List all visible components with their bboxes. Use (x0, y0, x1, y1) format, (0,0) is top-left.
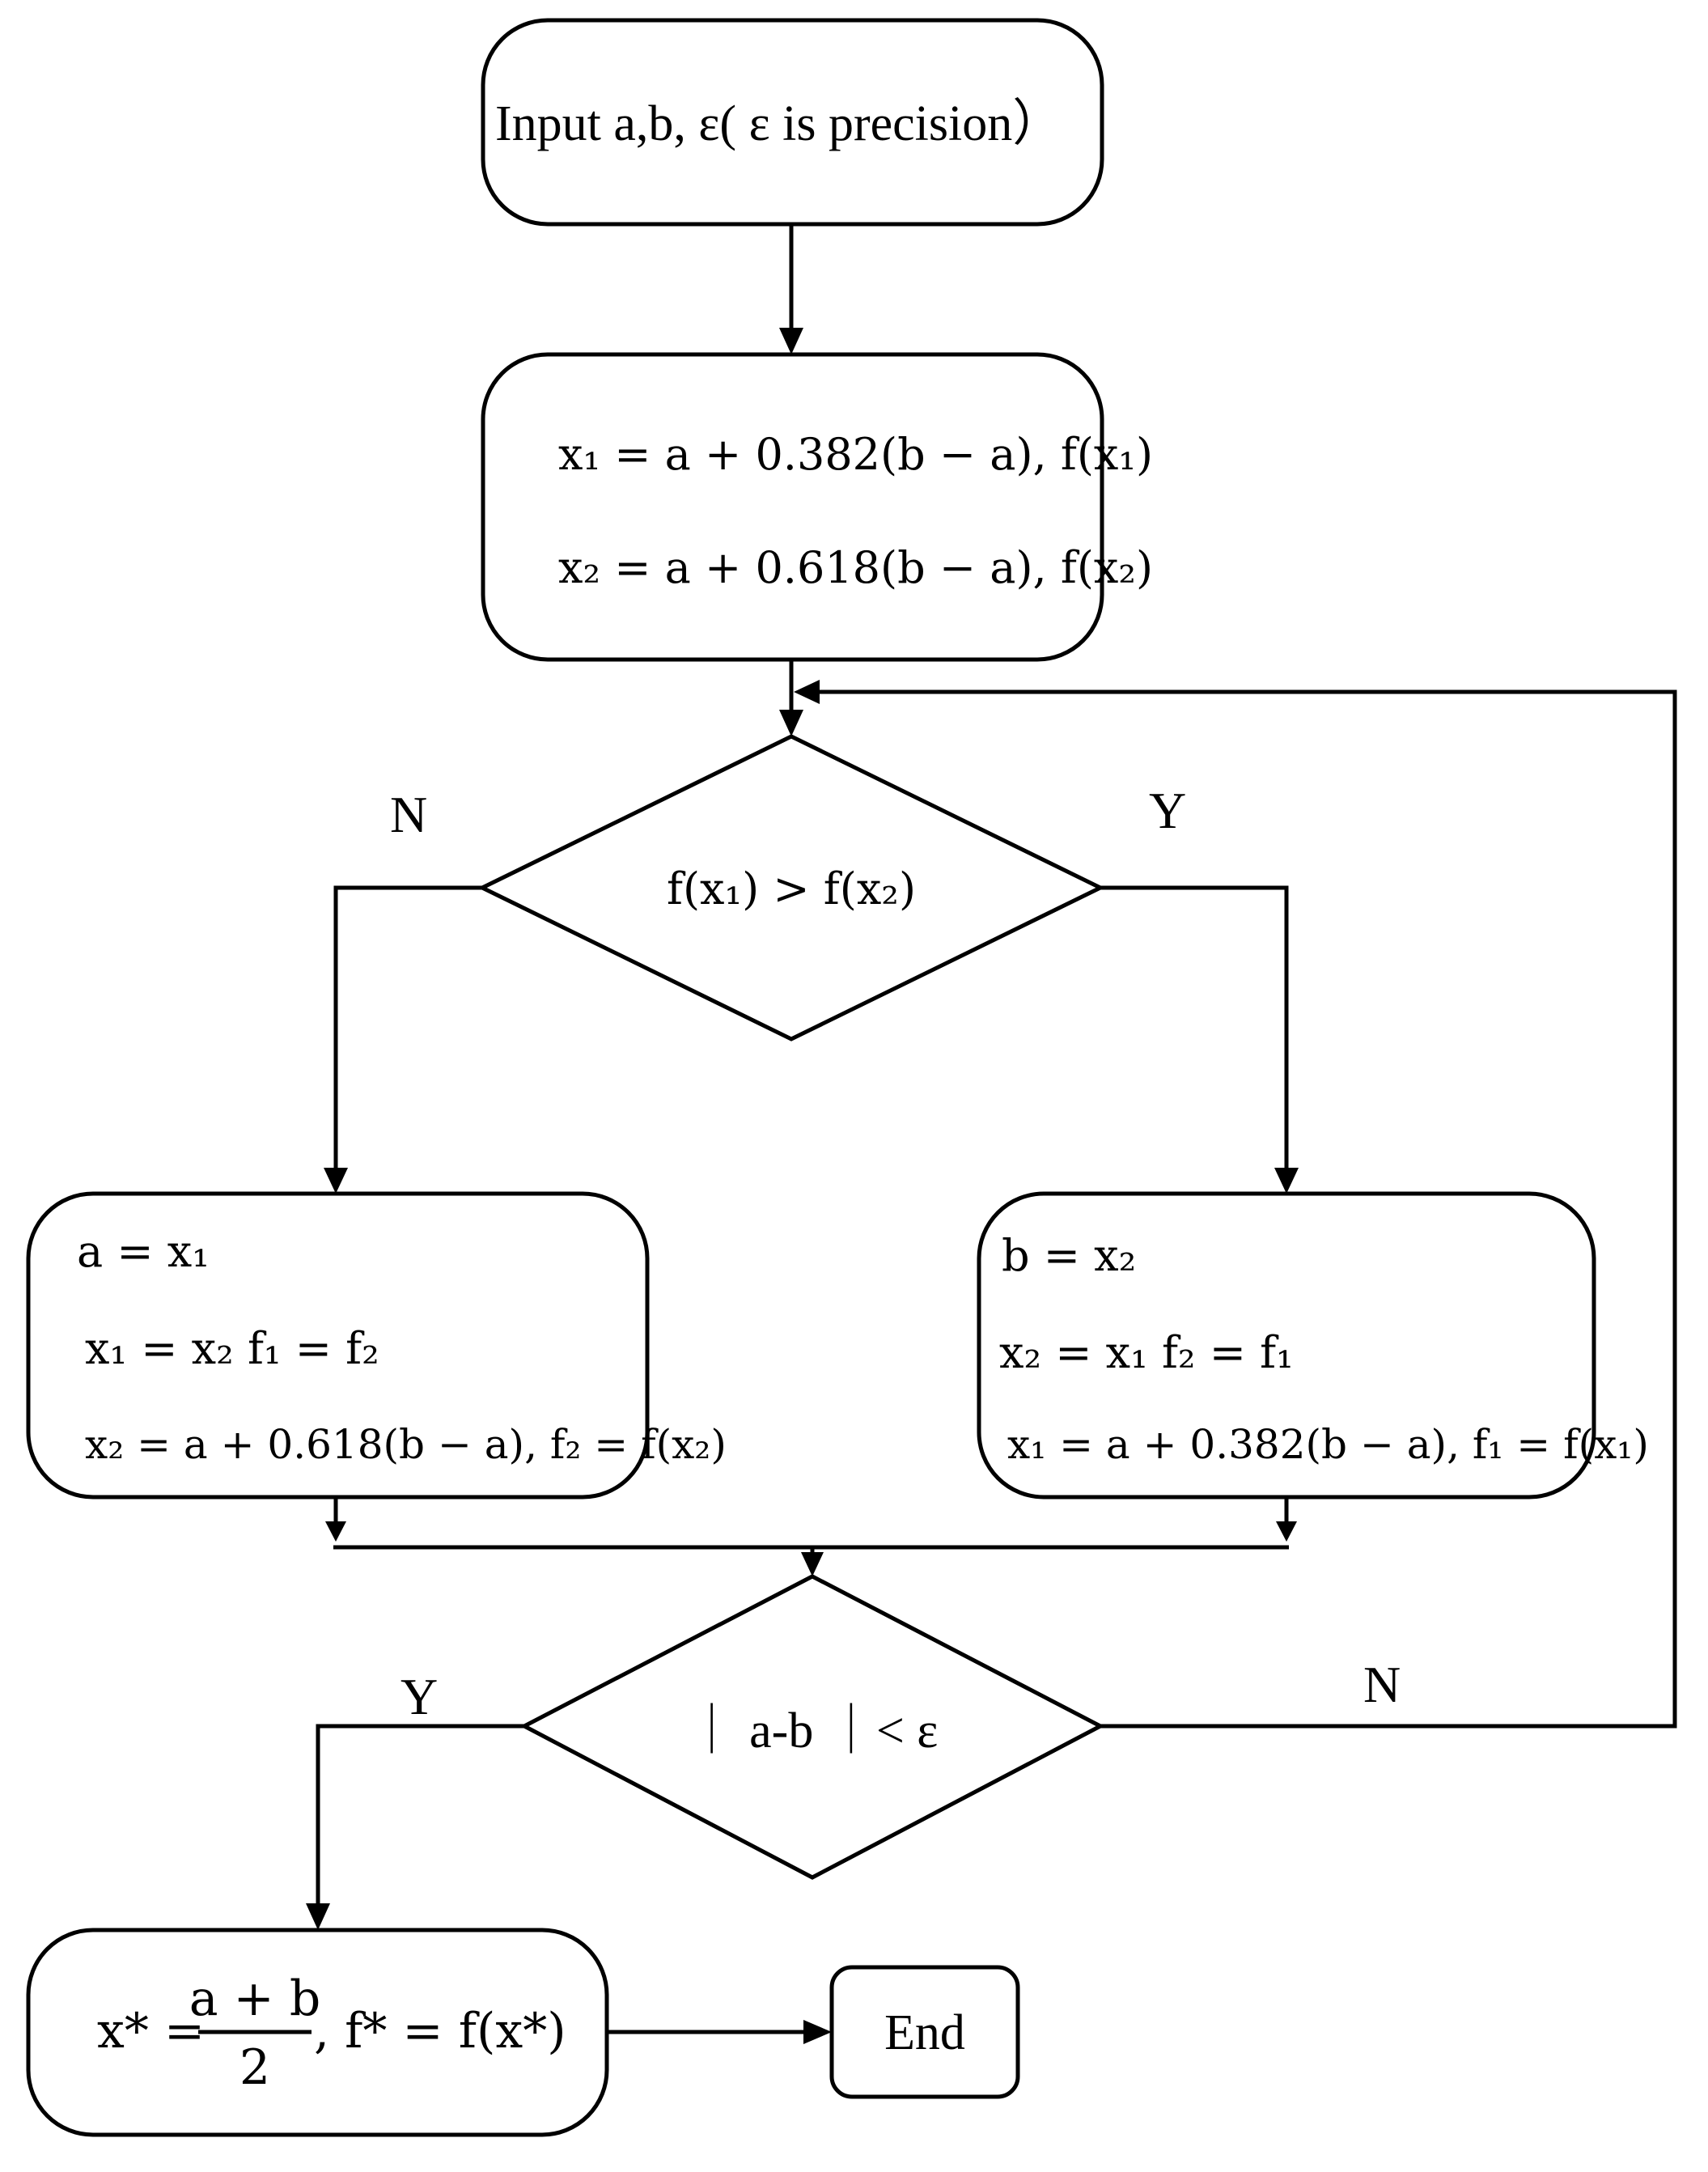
decision1-yes-label: Y (1149, 782, 1187, 839)
right-update-line-3: x₁ = a + 0.382(b − a), f₁ = f(x₁) (1007, 1421, 1649, 1468)
decision2-no-label: N (1363, 1656, 1401, 1713)
result-lhs: x* = (97, 2003, 206, 2060)
arrowhead-left-merge (325, 1521, 346, 1542)
start-node-text: Input a,b, ε( ε is precision） (495, 96, 1063, 151)
right-update-line-1: b = x₂ (1002, 1230, 1137, 1281)
arrowhead-end (803, 2020, 832, 2044)
edge-decision1-no (333, 885, 482, 1172)
decision2-yes-label: Y (401, 1668, 439, 1725)
edge-decision1-yes (1100, 885, 1289, 1172)
arrowhead-decision2-top (801, 1552, 824, 1576)
left-update-line-3: x₂ = a + 0.618(b − a), f₂ = f(x₂) (85, 1421, 727, 1468)
edge-decision2-no-loop (817, 689, 1677, 1729)
edge-decision2-yes (316, 1724, 524, 1907)
result-numerator: a + b (189, 1970, 321, 2027)
left-update-line-1: a = x₁ (77, 1226, 210, 1277)
init-line-1: x₁ = a + 0.382(b − a), f(x₁) (558, 429, 1154, 480)
decision1-text: f(x₁) > f(x₂) (666, 863, 917, 914)
decision1-diamond (477, 734, 1105, 1041)
decision2-text: ｜ a-b ｜< ε (686, 1703, 939, 1758)
arrowhead-result (306, 1903, 330, 1930)
arrowhead-right-update (1274, 1168, 1299, 1194)
init-line-2: x₂ = a + 0.618(b − a), f(x₂) (558, 542, 1154, 593)
end-node-text: End (884, 2005, 965, 2060)
result-rhs: , f* = f(x*) (314, 2003, 566, 2060)
arrowhead-right-merge (1276, 1521, 1297, 1542)
arrowhead-decision1-top (779, 710, 803, 736)
right-update-line-2: x₂ = x₁ f₂ = f₁ (999, 1327, 1294, 1378)
decision1-no-label: N (390, 786, 428, 843)
left-update-line-2: x₁ = x₂ f₁ = f₂ (85, 1323, 379, 1374)
arrowhead-init (779, 328, 803, 354)
decision2-diamond (519, 1574, 1105, 1880)
result-denominator: 2 (239, 2039, 271, 2096)
arrowhead-loop-back (794, 680, 820, 704)
arrowhead-left-update (324, 1168, 348, 1194)
init-node-box (481, 352, 1104, 662)
